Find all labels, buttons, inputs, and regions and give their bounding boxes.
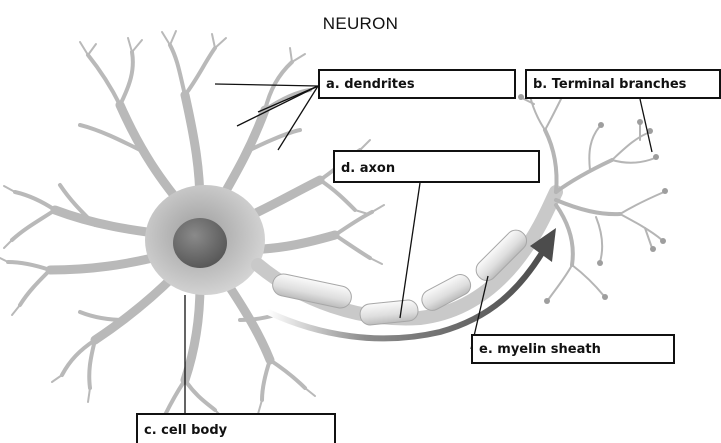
label-axon: d. axon — [333, 150, 540, 183]
label-dendrites: a. dendrites — [318, 69, 516, 99]
nucleus-shape — [173, 218, 227, 268]
label-cell-body: c. cell body — [136, 413, 336, 443]
label-myelin-sheath: e. myelin sheath — [471, 334, 675, 364]
label-terminal-branches: b. Terminal branches — [525, 69, 721, 99]
terminal-branches — [518, 77, 668, 304]
